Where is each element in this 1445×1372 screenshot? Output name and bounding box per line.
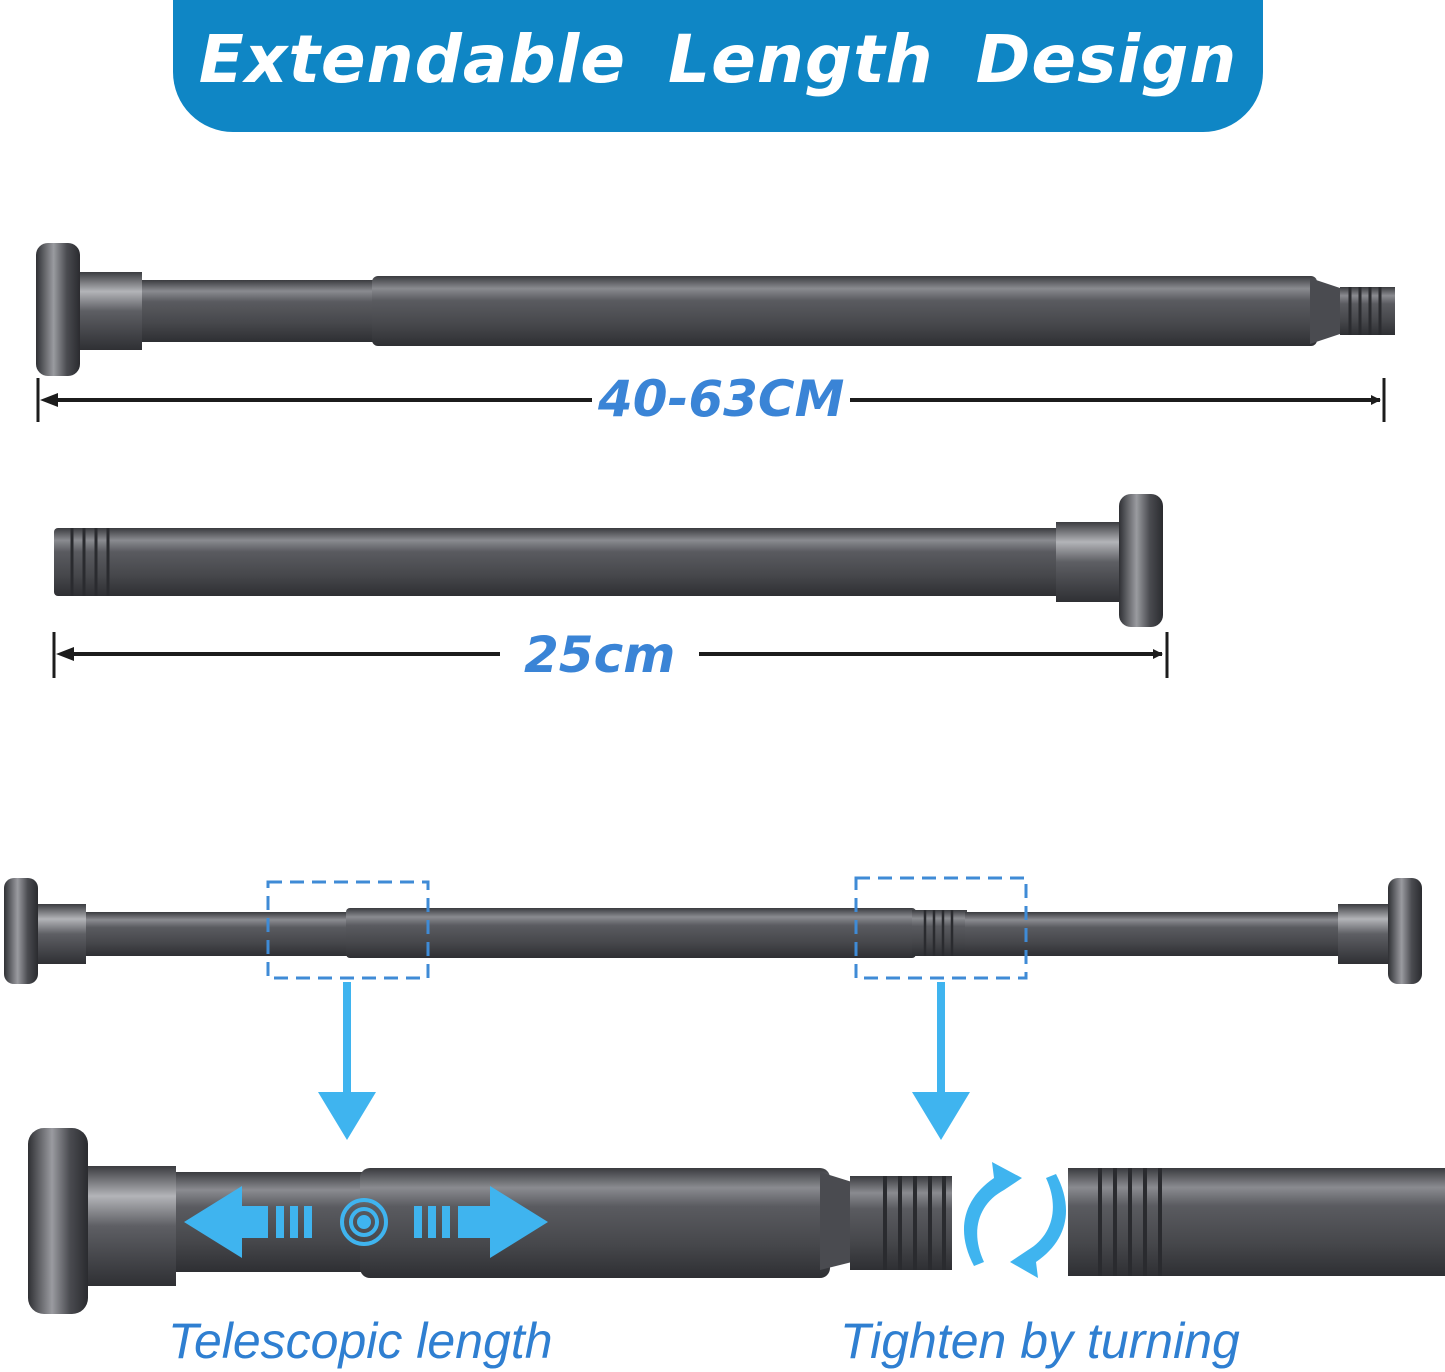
caption-tighten-by-turning: Tighten by turning	[840, 1313, 1240, 1369]
caption-telescopic-length: Telescopic length	[168, 1313, 553, 1369]
double-arrow-icon	[184, 1186, 548, 1258]
down-arrow-icon	[912, 982, 970, 1140]
callout-box-telescopic	[266, 880, 430, 980]
callout-box-thread	[854, 876, 1028, 980]
banner-title: Extendable Length Design	[198, 20, 1238, 98]
rotate-arrows-icon	[963, 1162, 1067, 1278]
extended-rod	[36, 243, 1395, 376]
extended-length-label: 40-63CM	[592, 374, 851, 424]
retracted-length-label: 25cm	[500, 630, 700, 680]
full-rod	[4, 878, 1422, 984]
target-icon	[340, 1198, 388, 1246]
title-banner: Extendable Length Design	[173, 0, 1263, 132]
down-arrow-icon	[318, 982, 376, 1140]
retracted-rod	[54, 494, 1163, 627]
